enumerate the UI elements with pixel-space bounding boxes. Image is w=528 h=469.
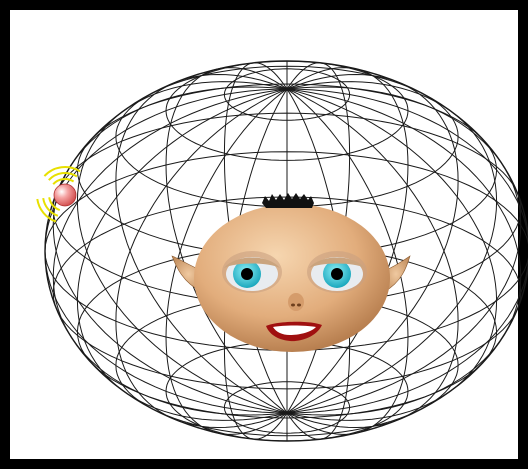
left-pupil <box>241 268 253 280</box>
sound-source-icon <box>37 167 80 221</box>
right-pupil <box>331 268 343 280</box>
head-icon <box>172 193 410 352</box>
hair <box>262 193 314 208</box>
sound-source-ball <box>54 184 76 206</box>
nose <box>288 293 304 311</box>
